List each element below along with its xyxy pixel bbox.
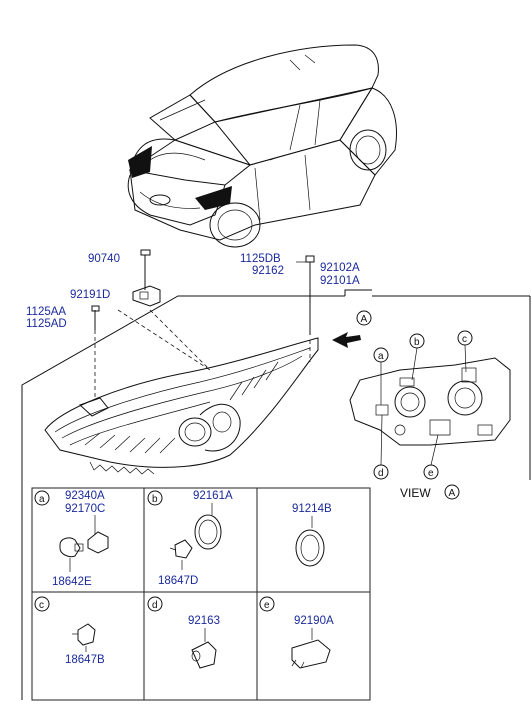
part-92163: 92163 <box>188 615 220 627</box>
view-caption-marker: A <box>449 488 456 499</box>
view-arrow-marker: A <box>361 314 368 325</box>
part-18642E: 18642E <box>52 576 92 588</box>
cell-d: d 92163 <box>147 596 220 669</box>
callout-d-letter: d <box>378 468 384 479</box>
fastener-90740 <box>140 249 151 270</box>
part-92190A: 92190A <box>294 615 334 627</box>
part-1125AA: 1125AA <box>26 306 66 318</box>
top-part-labels: 90740 92191D 1125AA 1125AD 1125DB 92162 … <box>26 253 360 330</box>
screw-1125AA <box>91 305 100 312</box>
view-caption-circle <box>444 484 460 500</box>
part-92340A: 92340A <box>65 490 105 502</box>
part-90740: 90740 <box>88 253 120 265</box>
cell-b-letter: b <box>152 494 158 505</box>
callout-e <box>423 464 439 480</box>
view-callouts: a b c d e <box>373 330 473 480</box>
bracket-92191D <box>132 285 161 307</box>
callout-d <box>373 464 389 480</box>
cell-a-letter: a <box>39 494 45 505</box>
part-92102A: 92102A <box>320 262 360 274</box>
part-92101A: 92101A <box>320 275 360 287</box>
view-a-illustration <box>349 344 511 466</box>
cell-c-letter: c <box>39 600 44 611</box>
view-caption: VIEW <box>400 486 431 500</box>
headlamp-assembly <box>44 337 319 475</box>
part-91214B: 91214B <box>292 503 332 515</box>
screw-1125DB <box>305 255 315 272</box>
callout-b-letter: b <box>414 337 420 348</box>
callout-c-letter: c <box>462 334 467 345</box>
part-92191D: 92191D <box>70 289 110 301</box>
part-18647D: 18647D <box>158 575 198 587</box>
part-18647B: 18647B <box>65 654 105 666</box>
cell-b: b 92161A 18647D <box>147 490 233 587</box>
callout-b <box>409 333 425 349</box>
frame-lines <box>21 258 531 700</box>
car-illustration <box>127 44 397 248</box>
cell-d-letter: d <box>152 600 158 611</box>
part-92170C: 92170C <box>65 503 105 515</box>
part-92161A: 92161A <box>193 490 233 502</box>
part-92162: 92162 <box>252 265 284 277</box>
cell-91214B: 91214B <box>292 503 332 567</box>
cell-e: e 92190A <box>259 596 334 669</box>
part-1125AD: 1125AD <box>26 318 67 330</box>
cell-c: c 18647B <box>34 596 105 666</box>
cell-e-letter: e <box>264 600 270 611</box>
callout-c <box>457 330 473 346</box>
callout-a <box>373 347 389 363</box>
parts-grid <box>31 487 371 701</box>
callout-e-letter: e <box>428 468 434 479</box>
cell-a: a 92340A 92170C 18642E <box>34 490 109 588</box>
view-arrow: A <box>332 310 372 348</box>
callout-a-letter: a <box>378 351 384 362</box>
part-1125DB: 1125DB <box>240 253 281 265</box>
